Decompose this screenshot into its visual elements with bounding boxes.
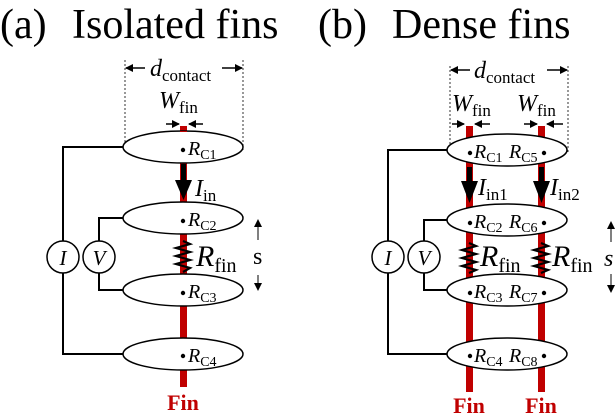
current-source [371, 240, 405, 274]
w-fin-label: Wfin [517, 91, 556, 120]
spacing-label: s [604, 246, 613, 272]
svg-text:RC1: RC1 [473, 141, 503, 166]
svg-text:RC4: RC4 [473, 345, 503, 370]
contact-1: RC1 RC5 [446, 133, 568, 167]
voltmeter-wire-top [423, 219, 448, 241]
current-arrow-in: Iin [175, 164, 217, 205]
contact-dot [180, 353, 186, 359]
svg-text:Rfin: Rfin [195, 240, 237, 277]
fin-label-right: Fin [525, 393, 557, 416]
w-fin-dimension-left: Wfin [452, 91, 491, 128]
spacing-indicator: s [604, 221, 615, 293]
contact-dot [180, 147, 186, 153]
svg-text:Iin1: Iin1 [477, 175, 508, 204]
contact-2: RC2 [122, 201, 244, 235]
contact-4: RC4 RC8 [446, 337, 568, 371]
contact-dot [467, 220, 473, 226]
contact-dot [541, 290, 547, 296]
panel-b-label: (b) [318, 2, 367, 48]
svg-text:RC6: RC6 [508, 211, 538, 236]
fin-label: Fin [167, 390, 199, 415]
svg-text:RC1: RC1 [187, 138, 217, 163]
d-contact-dimension: dcontact [124, 56, 244, 152]
d-contact-label: dcontact [474, 58, 535, 87]
contact-1: RC1 [122, 130, 244, 164]
contact-dot [180, 290, 186, 296]
voltmeter [407, 240, 441, 274]
fin-label-left: Fin [453, 393, 485, 416]
contact-4: RC4 [122, 337, 244, 371]
current-loop-top [62, 146, 123, 241]
svg-text:RC2: RC2 [187, 209, 217, 234]
voltmeter-label: V [93, 246, 108, 270]
contact-dot [541, 353, 547, 359]
contact-dot [541, 150, 547, 156]
svg-text:Rfin: Rfin [551, 240, 593, 277]
svg-text:RC2: RC2 [473, 211, 503, 236]
resistor-icon [457, 241, 481, 275]
svg-text:RC7: RC7 [508, 281, 538, 306]
arrow-down-icon [461, 181, 478, 203]
panel-b: (b) Dense fins dcontact Wfin Wfin I [318, 2, 615, 416]
contact-dot [180, 218, 186, 224]
spacing-label: s [253, 244, 262, 270]
panel-b-title: Dense fins [392, 2, 570, 48]
arrow-down-icon [533, 181, 550, 203]
current-source [46, 240, 80, 274]
contact-3: RC3 RC7 [446, 273, 568, 307]
svg-text:RC5: RC5 [508, 141, 538, 166]
current-arrow-in2: Iin2 [533, 167, 580, 204]
w-fin-dimension-right: Wfin [517, 91, 563, 128]
current-arrow-in1: Iin1 [461, 167, 508, 204]
contact-dot [467, 290, 473, 296]
fin-resistor: Rfin [171, 239, 237, 277]
fin-resistor-left: Rfin [457, 240, 521, 277]
current-loop-top [387, 149, 448, 241]
current-loop-bottom [62, 273, 123, 355]
svg-text:Rfin: Rfin [479, 240, 521, 277]
w-fin-dimension: Wfin [159, 88, 203, 128]
contact-3: RC3 [122, 273, 244, 307]
contact-dot [467, 353, 473, 359]
voltmeter-wire-bottom [423, 273, 448, 291]
panel-a: (a) Isolated fins dcontact Wfin I V [0, 2, 278, 415]
svg-text:RC4: RC4 [187, 345, 217, 370]
svg-text:Iin: Iin [194, 176, 217, 205]
voltmeter-wire-top [98, 217, 123, 241]
w-fin-label: Wfin [159, 88, 198, 117]
resistor-icon [171, 239, 195, 273]
svg-text:RC3: RC3 [187, 281, 217, 306]
d-contact-dimension: dcontact [449, 58, 569, 152]
voltmeter [82, 240, 116, 274]
svg-text:Iin2: Iin2 [549, 175, 580, 204]
fin-resistor-right: Rfin [529, 240, 593, 277]
resistor-icon [529, 241, 553, 275]
panel-a-label: (a) [0, 2, 47, 48]
w-fin-label: Wfin [452, 91, 491, 120]
current-source-label: I [384, 246, 393, 270]
voltmeter-label: V [418, 246, 433, 270]
contact-dot [467, 150, 473, 156]
svg-text:RC3: RC3 [473, 281, 503, 306]
voltmeter-wire-bottom [98, 273, 123, 291]
current-source-label: I [59, 246, 68, 270]
contact-dot [541, 220, 547, 226]
d-contact-label: dcontact [150, 56, 211, 85]
fin-bar [180, 126, 187, 387]
svg-text:RC8: RC8 [508, 345, 538, 370]
contact-2: RC2 RC6 [446, 203, 568, 237]
spacing-indicator: s [253, 219, 262, 291]
arrow-down-icon [175, 180, 192, 200]
current-loop-bottom [387, 273, 448, 355]
panel-a-title: Isolated fins [72, 2, 278, 48]
